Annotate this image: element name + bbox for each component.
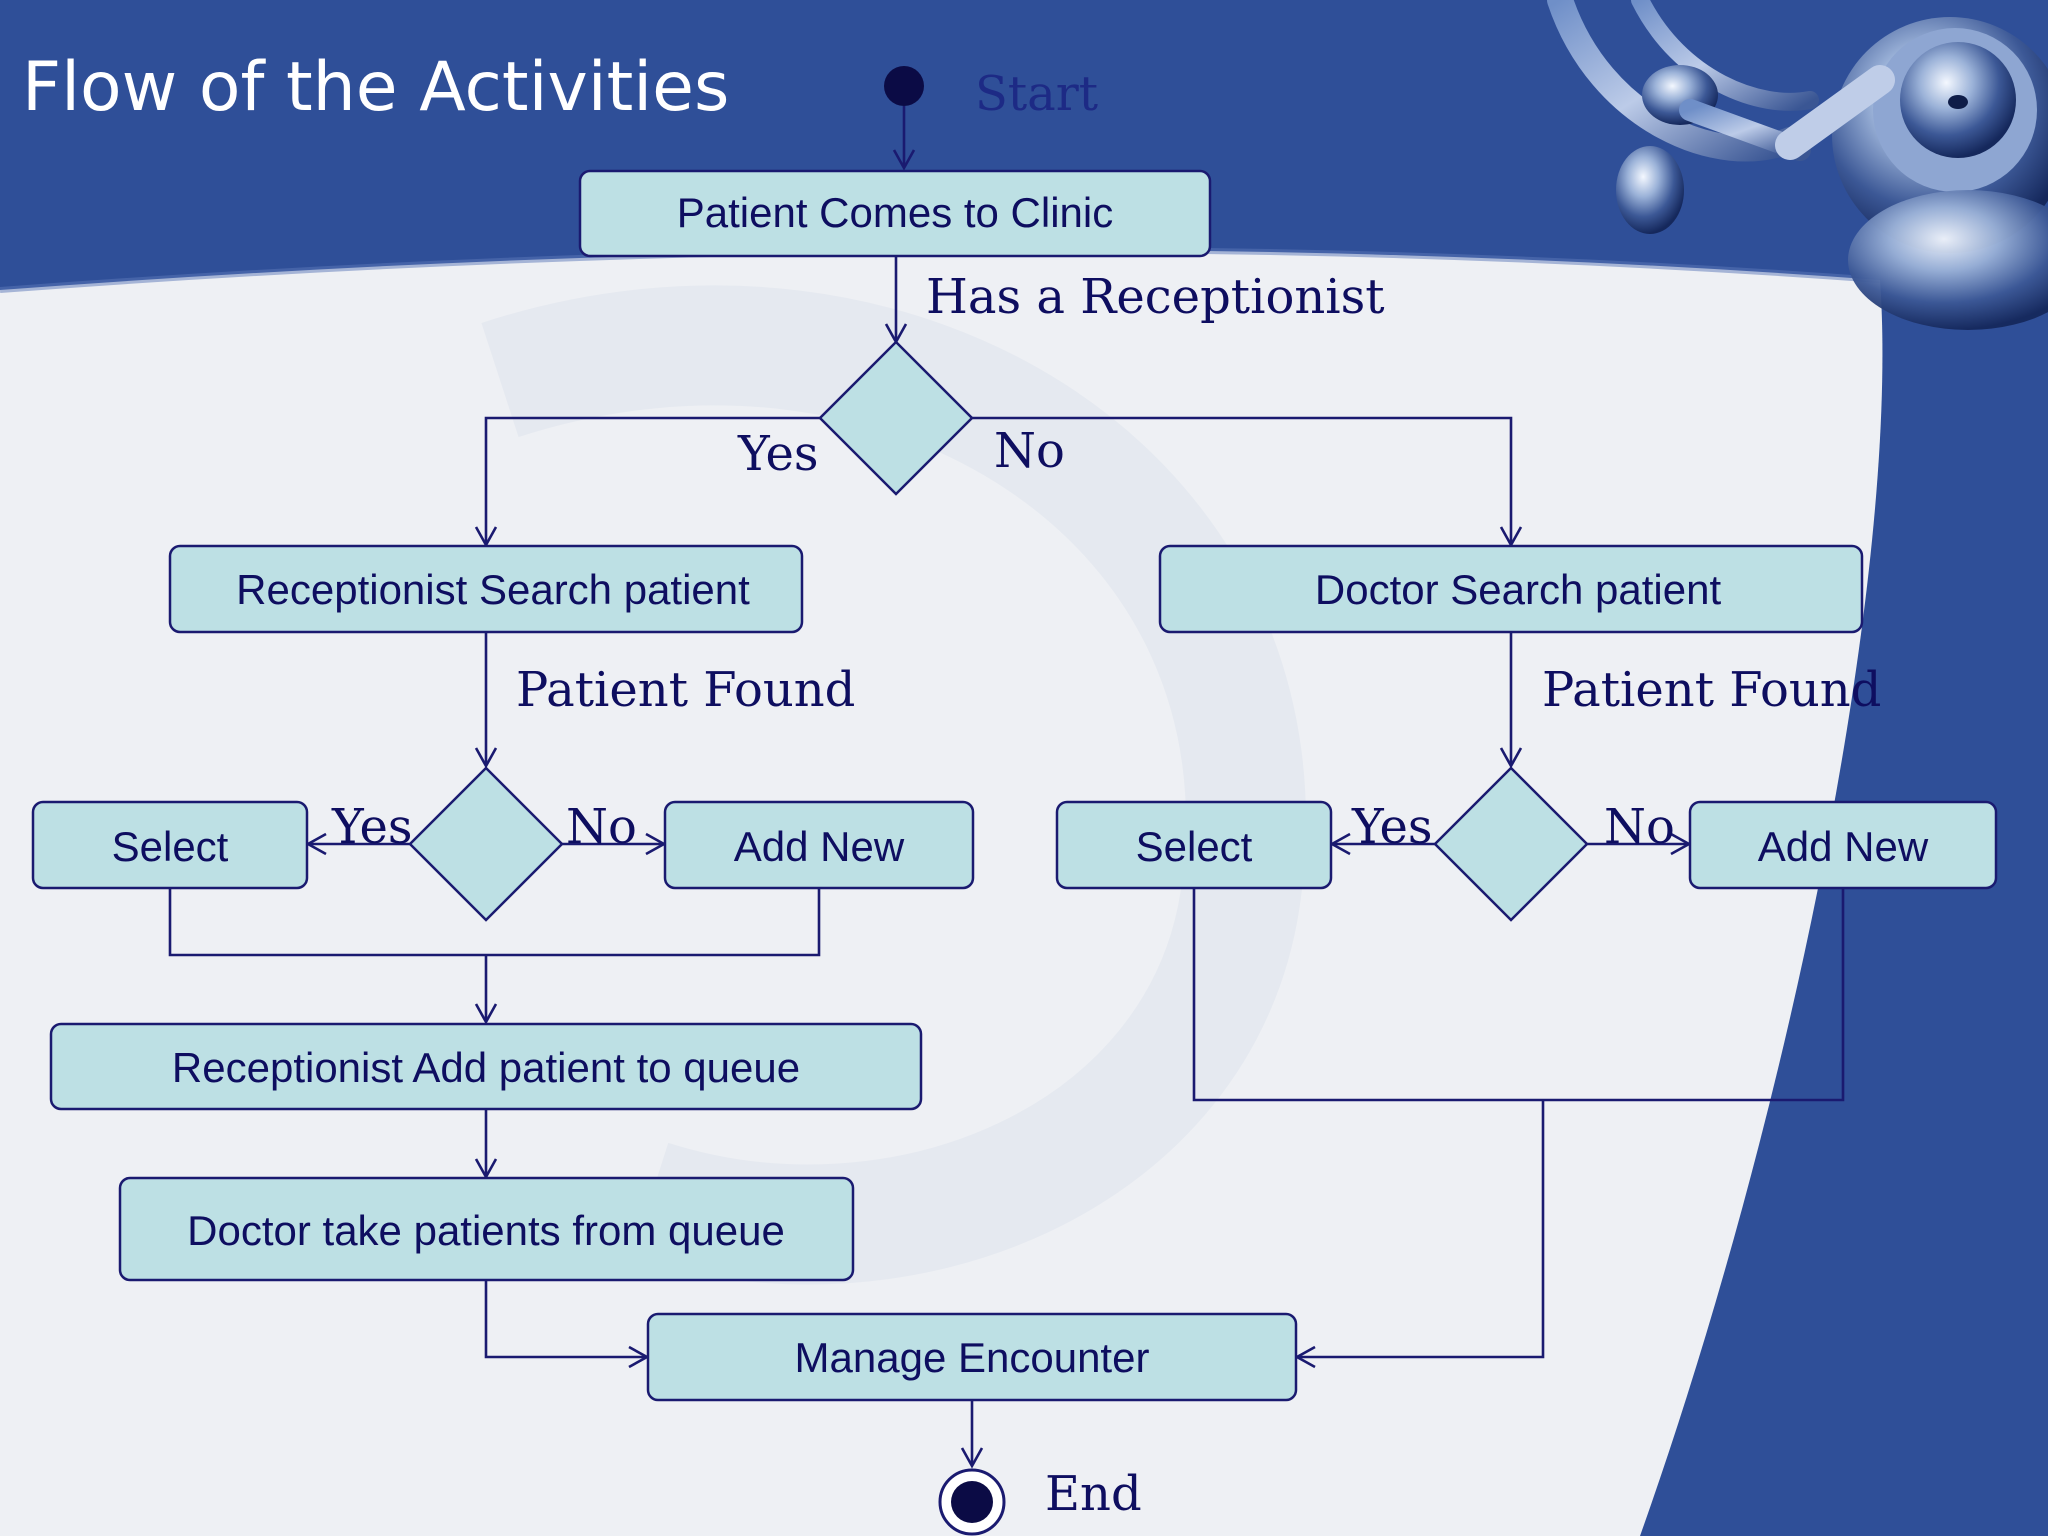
edge-label-right-yes: Yes xyxy=(1351,799,1433,855)
node-left-add-new: Add New xyxy=(663,800,975,890)
edge-label-right-no: No xyxy=(1604,799,1675,855)
edge-label-right-patient-found: Patient Found xyxy=(1542,662,1881,718)
edge-label-left-yes: Yes xyxy=(331,799,413,855)
node-receptionist-search: Receptionist Search patient xyxy=(168,544,804,634)
arrowhead xyxy=(892,149,916,171)
node-doctor-search-label: Doctor Search patient xyxy=(1315,566,1722,613)
node-manage-encounter: Manage Encounter xyxy=(646,1312,1298,1402)
node-right-select: Select xyxy=(1055,800,1333,890)
node-add-to-queue: Receptionist Add patient to queue xyxy=(49,1022,923,1111)
edge-label-has-receptionist: Has a Receptionist xyxy=(926,269,1385,325)
edge-left-merge xyxy=(168,888,821,957)
node-manage-encounter-label: Manage Encounter xyxy=(795,1334,1150,1381)
edge-label-left-no: No xyxy=(566,799,637,855)
node-patient-comes-label: Patient Comes to Clinic xyxy=(677,189,1114,236)
stethoscope-image xyxy=(1547,0,2048,330)
arrowhead xyxy=(960,1447,984,1469)
node-doctor-take-label: Doctor take patients from queue xyxy=(187,1207,785,1254)
node-receptionist-search-label: Receptionist Search patient xyxy=(236,566,750,613)
end-label: End xyxy=(1045,1466,1142,1522)
edge-label-top-yes: Yes xyxy=(737,426,819,482)
edge-right-to-encounter xyxy=(1297,1100,1545,1359)
node-right-add-new-label: Add New xyxy=(1758,823,1929,870)
node-left-add-new-label: Add New xyxy=(734,823,905,870)
slide-title: Flow of the Activities xyxy=(22,48,729,127)
node-doctor-take: Doctor take patients from queue xyxy=(118,1176,855,1282)
edge-label-left-patient-found: Patient Found xyxy=(516,662,855,718)
edge-label-top-no: No xyxy=(994,423,1065,479)
node-left-select: Select xyxy=(31,800,309,890)
node-left-select-label: Select xyxy=(112,823,229,870)
node-right-add-new: Add New xyxy=(1688,800,1998,890)
node-add-to-queue-label: Receptionist Add patient to queue xyxy=(172,1044,800,1091)
arrowhead xyxy=(474,747,498,769)
node-patient-comes: Patient Comes to Clinic xyxy=(578,169,1212,258)
start-node xyxy=(884,66,924,106)
arrowhead xyxy=(474,1003,498,1025)
end-node-core xyxy=(951,1481,993,1523)
decision-has-receptionist xyxy=(818,340,974,496)
edge-yes-to-receptionist xyxy=(484,416,820,545)
edge-no-to-doctor xyxy=(972,416,1513,545)
start-label: Start xyxy=(975,66,1098,122)
edge-doctor-take-to-encounter xyxy=(484,1280,647,1359)
node-right-select-label: Select xyxy=(1136,823,1253,870)
decision-right-patient-found xyxy=(1433,766,1589,922)
edge-right-merge xyxy=(1192,888,1845,1102)
decision-left-patient-found xyxy=(408,766,564,922)
arrowhead xyxy=(1499,747,1523,769)
node-doctor-search: Doctor Search patient xyxy=(1158,544,1864,634)
